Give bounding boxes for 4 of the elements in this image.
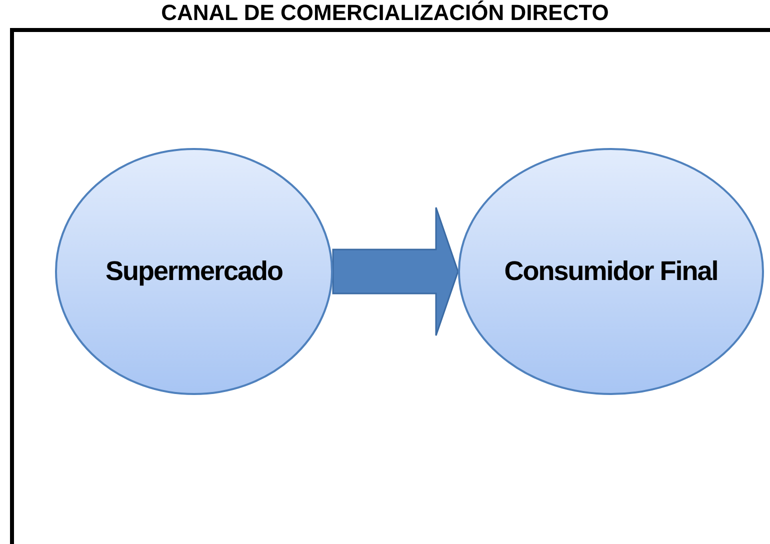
block-arrow (332, 206, 459, 336)
diagram-title: CANAL DE COMERCIALIZACIÓN DIRECTO (160, 0, 610, 26)
node-label: Consumidor Final (504, 256, 718, 287)
node-label: Supermercado (105, 256, 283, 287)
